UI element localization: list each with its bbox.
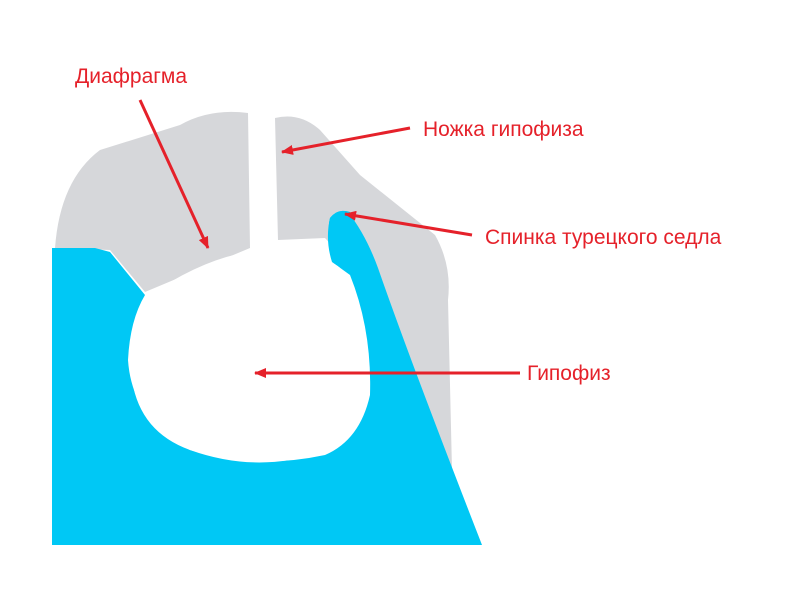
arrow-dorsum xyxy=(344,210,473,237)
label-stalk: Ножка гипофиза xyxy=(423,118,584,141)
label-dorsum: Спинка турецкого седла xyxy=(485,226,722,249)
sella-bone xyxy=(52,210,482,545)
label-diaphragm: Диафрагма xyxy=(75,65,187,88)
dura-right-region xyxy=(275,116,482,545)
label-pituitary: Гипофиз xyxy=(527,362,611,385)
arrow-stalk xyxy=(281,126,411,155)
pituitary-gland xyxy=(130,250,356,463)
arrow-diaphragm xyxy=(138,99,210,249)
